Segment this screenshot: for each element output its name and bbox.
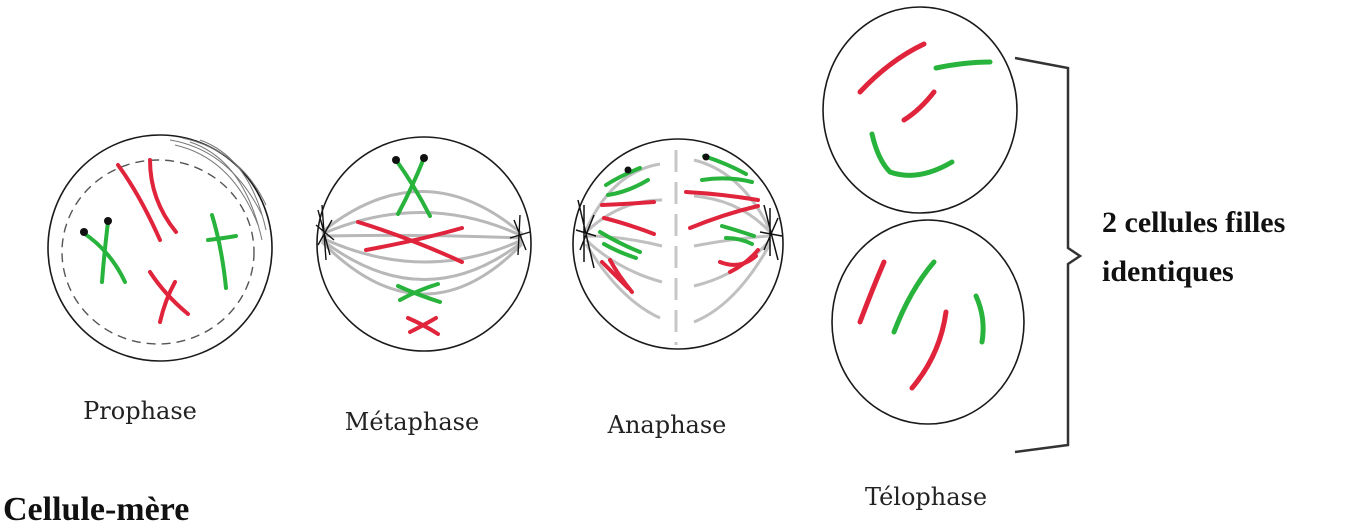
daughter-cells-bracket (1015, 58, 1080, 452)
telophase-cell-bottom (832, 220, 1024, 424)
label-mother-cell: Cellule-mère (3, 491, 189, 528)
prophase-cell (48, 135, 272, 361)
metaphase-cell (316, 137, 531, 351)
label-anaphase: Anaphase (607, 411, 727, 439)
anaphase-cell (573, 139, 783, 349)
centromere-dot (703, 154, 710, 161)
centromere-dot (80, 228, 88, 236)
centromere-dot (625, 167, 632, 174)
label-metaphase: Métaphase (345, 408, 479, 436)
label-daughters-line1: 2 cellules filles (1102, 206, 1285, 239)
centromere-dot (420, 154, 428, 162)
label-prophase: Prophase (83, 397, 197, 425)
label-daughters-line2: identiques (1102, 255, 1234, 288)
label-telophase: Télophase (865, 483, 987, 511)
centromere-dot (392, 156, 400, 164)
centromere-dot (104, 217, 112, 225)
telophase-cell-top (823, 7, 1017, 213)
